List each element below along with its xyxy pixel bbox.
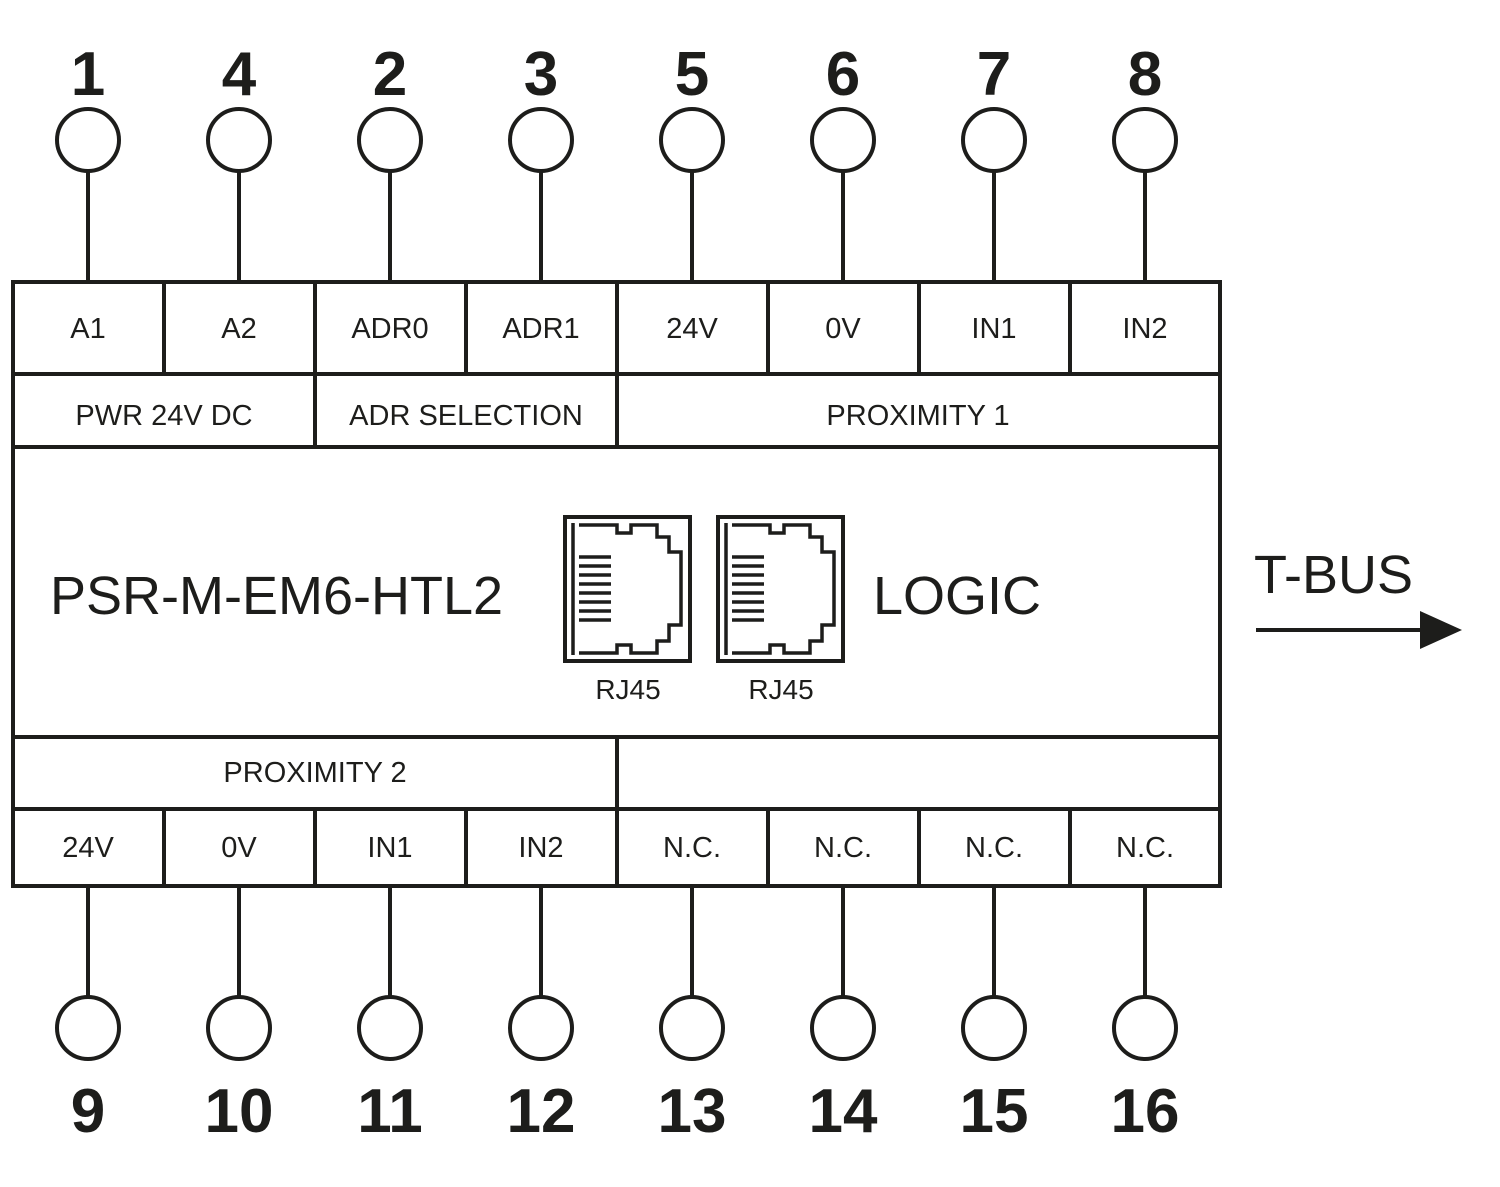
bottom-terminal-label-2: 0V [221,832,257,864]
bottom-terminal-number: 13 [658,1077,727,1146]
model-name: PSR-M-EM6-HTL2 [50,566,503,626]
bottom-terminal-label-5: N.C. [663,832,721,864]
top-terminal-number: 6 [826,40,860,109]
top-terminal-label-6: 0V [825,313,861,345]
bottom-terminal-label-8: N.C. [1116,832,1174,864]
group-label-pwr: PWR 24V DC [75,400,252,432]
bottom-terminal-label-6: N.C. [814,832,872,864]
group-label-proximity-2: PROXIMITY 2 [223,757,406,789]
terminal-screw-icon [55,995,121,1061]
terminal-screw-icon [810,995,876,1061]
bottom-terminal-label-4: IN2 [518,832,563,864]
terminal-screw-icon [206,107,272,173]
terminal-screw-icon [508,995,574,1061]
bottom-terminal-number: 12 [507,1077,576,1146]
rj45-label-1: RJ45 [595,674,660,705]
bottom-terminal-number: 14 [809,1077,878,1146]
arrow-right-icon [1420,611,1462,649]
top-terminal-number: 8 [1128,40,1162,109]
top-terminal-label-1: A1 [70,313,105,345]
top-terminal-label-5: 24V [666,313,718,345]
logic-label: LOGIC [873,566,1041,626]
top-terminal-label-2: A2 [221,313,256,345]
top-terminal-number: 2 [373,40,407,109]
top-terminal-label-4: ADR1 [502,313,579,345]
terminal-screw-icon [961,107,1027,173]
top-terminal-number: 4 [222,40,257,109]
rj45-label-2: RJ45 [748,674,813,705]
terminal-screw-icon [55,107,121,173]
top-terminal-number: 3 [524,40,558,109]
group-label-proximity-1: PROXIMITY 1 [826,400,1009,432]
top-terminal-number: 7 [977,40,1011,109]
terminal-screw-icon [659,995,725,1061]
terminal-screw-icon [961,995,1027,1061]
terminal-screw-icon [659,107,725,173]
terminal-screw-icon [508,107,574,173]
bottom-terminal-label-3: IN1 [367,832,412,864]
top-terminal-label-3: ADR0 [351,313,428,345]
terminal-screw-icon [1112,995,1178,1061]
group-label-adr: ADR SELECTION [349,400,583,432]
bottom-terminal-number: 9 [71,1077,105,1146]
terminal-screw-icon [810,107,876,173]
bottom-terminal-number: 16 [1111,1077,1180,1146]
terminal-screw-icon [1112,107,1178,173]
top-terminal-label-8: IN2 [1122,313,1167,345]
bottom-terminal-number: 10 [205,1077,274,1146]
rj45-connector-icon [563,515,692,663]
bottom-terminal-number: 11 [357,1077,423,1146]
top-terminal-number: 1 [71,40,105,109]
bottom-terminal-label-7: N.C. [965,832,1023,864]
rj45-connector-icon [716,515,845,663]
terminal-screw-icon [357,107,423,173]
terminal-screw-icon [357,995,423,1061]
top-terminal-label-7: IN1 [971,313,1016,345]
terminal-screw-icon [206,995,272,1061]
tbus-label: T-BUS [1254,545,1413,605]
top-terminal-number: 5 [675,40,709,109]
bottom-terminal-number: 15 [960,1077,1029,1146]
bottom-terminal-label-1: 24V [62,832,114,864]
